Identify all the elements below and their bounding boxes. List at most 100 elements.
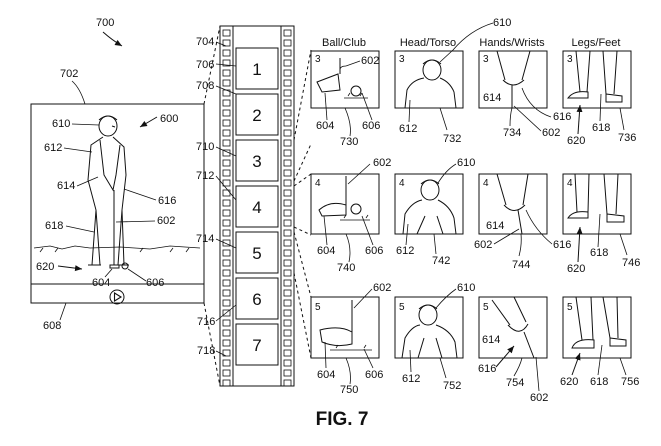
ref-602-r2b: 602 <box>474 239 492 251</box>
ref-746: 746 <box>622 257 640 269</box>
film-frame-6[interactable]: 6 <box>235 277 279 320</box>
film-frame-7[interactable]: 7 <box>235 323 279 366</box>
sprocket-hole <box>283 229 292 237</box>
ref-602-r1: 602 <box>361 55 379 67</box>
sprocket-hole <box>222 39 231 47</box>
ref-618: 618 <box>45 220 63 232</box>
sprocket-hole <box>283 299 292 307</box>
sprocket-hole <box>283 189 292 197</box>
ref-602-r2: 602 <box>373 157 391 169</box>
svg-text:3: 3 <box>252 152 261 171</box>
thumb-legs-feet-5[interactable]: 5 <box>562 296 632 359</box>
sprocket-hole <box>283 249 292 257</box>
golfer-figure <box>87 115 129 270</box>
sprocket-hole <box>222 229 231 237</box>
svg-text:5: 5 <box>252 244 261 263</box>
ref-620-r3: 620 <box>560 376 578 388</box>
svg-text:3: 3 <box>567 54 573 65</box>
svg-text:3: 3 <box>315 54 321 65</box>
sprocket-hole <box>283 289 292 297</box>
ref-700-arrow <box>102 31 123 47</box>
thumb-hands-wrists-5[interactable]: 5 <box>478 296 548 359</box>
ref-620-r1: 620 <box>567 135 585 147</box>
sprocket-hole <box>283 49 292 57</box>
ref-700: 700 <box>96 17 114 29</box>
film-frame-3[interactable]: 3 <box>235 139 279 182</box>
ref-708: 708 <box>196 80 214 92</box>
svg-text:3: 3 <box>483 54 489 65</box>
film-frame-4[interactable]: 4 <box>235 185 279 228</box>
svg-text:5: 5 <box>315 302 321 313</box>
sprocket-hole <box>222 219 231 227</box>
film-frame-2[interactable]: 2 <box>235 93 279 136</box>
dash-frame5-top <box>293 231 312 298</box>
ref-612: 612 <box>44 142 62 154</box>
thumb-ball-club-4[interactable]: 4 <box>310 173 380 235</box>
sprocket-hole <box>222 369 231 377</box>
dash-frame4-bottom <box>293 226 312 236</box>
film-frame-1[interactable]: 1 <box>235 47 279 90</box>
ref-616-r1: 616 <box>553 111 571 123</box>
ref-756: 756 <box>621 376 639 388</box>
ref-706: 706 <box>196 59 214 71</box>
sprocket-hole <box>283 119 292 127</box>
sprocket-hole <box>283 79 292 87</box>
sprocket-hole <box>222 329 231 337</box>
sprocket-hole <box>222 99 231 107</box>
thumb-legs-feet-3[interactable]: 3 <box>562 50 632 109</box>
sprocket-hole <box>222 299 231 307</box>
svg-text:6: 6 <box>252 290 261 309</box>
sprocket-hole <box>222 319 231 327</box>
thumb-hands-wrists-4[interactable]: 4 <box>478 173 548 235</box>
sprocket-hole <box>283 279 292 287</box>
thumb-head-torso-3[interactable]: 3 <box>394 50 464 109</box>
sprocket-hole <box>283 89 292 97</box>
sprocket-hole <box>222 29 231 37</box>
analysis-row-frame-4: 4 602 604 740 606 4 610 612 742 4 <box>310 157 640 275</box>
thumb-ball-club-5[interactable]: 5 <box>310 296 380 359</box>
ref-606-r3: 606 <box>365 369 383 381</box>
ref-704: 704 <box>196 36 214 48</box>
film-frame-5[interactable]: 5 <box>235 231 279 274</box>
thumb-head-torso-4[interactable]: 4 <box>394 173 464 235</box>
ref-612-r1: 612 <box>399 123 417 135</box>
sprocket-hole <box>283 319 292 327</box>
ref-608: 608 <box>43 320 61 332</box>
sprocket-hole <box>283 269 292 277</box>
sprocket-hole <box>283 239 292 247</box>
sprocket-hole <box>222 129 231 137</box>
video-panel: 702 600 610 612 614 616 602 618 620 604 … <box>30 68 205 332</box>
sprocket-hole <box>222 109 231 117</box>
ref-602-r1b: 602 <box>542 127 560 139</box>
sprocket-hole <box>283 369 292 377</box>
ref-604: 604 <box>92 277 110 289</box>
sprocket-hole <box>222 339 231 347</box>
ref-610-r2: 610 <box>457 157 475 169</box>
svg-text:4: 4 <box>315 178 321 189</box>
ref-614-r3: 614 <box>482 334 500 346</box>
sprocket-hole <box>283 69 292 77</box>
ref-718: 718 <box>197 345 215 357</box>
play-icon[interactable] <box>109 289 125 305</box>
svg-text:4: 4 <box>567 178 573 189</box>
ref-744: 744 <box>512 259 530 271</box>
thumb-head-torso-5[interactable]: 5 <box>394 296 464 359</box>
ref-610-r3: 610 <box>457 282 475 294</box>
svg-text:5: 5 <box>567 302 573 313</box>
sprocket-hole <box>222 119 231 127</box>
sprocket-hole <box>283 39 292 47</box>
thumb-hands-wrists-3[interactable]: 3 <box>478 50 548 109</box>
sprocket-hole <box>283 149 292 157</box>
dash-frame4-top <box>293 173 312 187</box>
sprocket-hole <box>283 209 292 217</box>
ref-606: 606 <box>146 277 164 289</box>
ref-702: 702 <box>60 68 78 80</box>
sprocket-hole <box>283 329 292 337</box>
analysis-row-frame-3: 3 602 604 730 606 3 612 732 3 <box>310 50 636 148</box>
sprocket-hole <box>283 179 292 187</box>
ref-614: 614 <box>57 180 75 192</box>
sprocket-hole <box>222 139 231 147</box>
thumb-legs-feet-4[interactable]: 4 <box>562 173 632 235</box>
ref-730: 730 <box>340 136 358 148</box>
film-sprockets <box>222 29 292 387</box>
